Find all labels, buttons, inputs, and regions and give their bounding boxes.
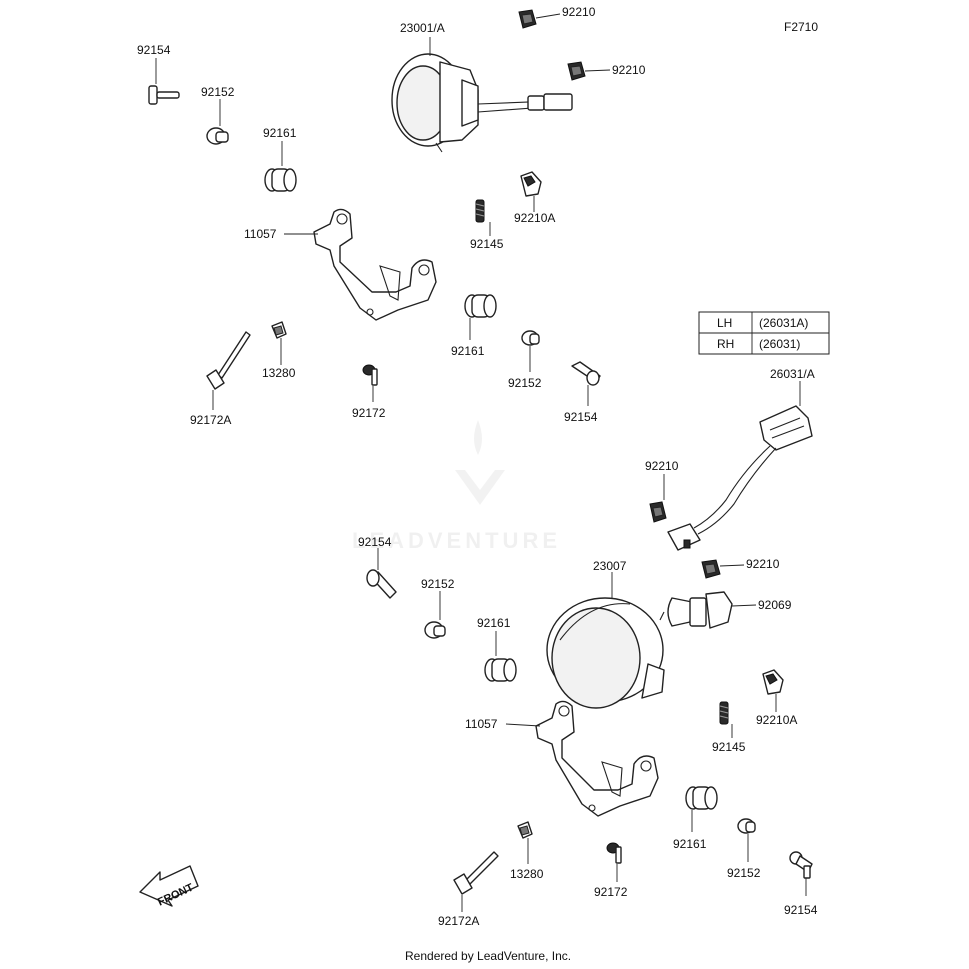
callout-13280-top[interactable]: 13280 [262,366,296,380]
callout-92161-bot-b[interactable]: 92161 [673,837,707,851]
part-92172-screw[interactable] [362,364,378,386]
callout-92172A-bot[interactable]: 92172A [438,914,479,928]
figure-code: F2710 [784,20,818,34]
table-rh-side: RH [717,337,734,351]
part-92210A-clip-bottom[interactable] [762,669,784,695]
callout-11057-top[interactable]: 11057 [244,227,277,241]
part-26031-harness[interactable] [667,405,813,551]
callout-92152-bot-b[interactable]: 92152 [727,866,761,880]
part-92210-clip-top[interactable] [518,9,537,29]
callout-92161-top-b[interactable]: 92161 [451,344,485,358]
callout-92210A-top[interactable]: 92210A [514,211,555,225]
callout-92172A-top[interactable]: 92172A [190,413,231,427]
callout-26031[interactable]: 26031/A [770,367,815,381]
callout-92154-bot[interactable]: 92154 [358,535,392,549]
leadventure-watermark: LEADVENTURE [352,420,561,553]
part-13280-clip-bottom[interactable] [517,821,533,839]
part-92145-spring-bottom[interactable] [719,701,729,725]
callout-92210-top-a[interactable]: 92210 [562,5,596,19]
part-92210-clip-mid[interactable] [649,501,667,523]
part-13280-clip-top[interactable] [271,321,287,339]
part-92161-grommet-b[interactable] [464,294,497,318]
part-92154-bolt-bottom[interactable] [366,569,397,599]
part-92154-bolt-b[interactable] [571,361,601,386]
part-92145-spring[interactable] [475,199,485,223]
part-92210A-clip-top[interactable] [520,171,542,197]
callout-92172-bot[interactable]: 92172 [594,885,628,899]
callout-92210-top-b[interactable]: 92210 [612,63,646,77]
part-92154-bolt-bottom-b[interactable] [789,851,813,879]
part-23001-fog-lamp[interactable] [391,53,573,153]
callout-92172-top[interactable]: 92172 [352,406,386,420]
part-92152-collar-bottom[interactable] [424,621,446,639]
part-92172A-long-bolt-bottom[interactable] [453,851,499,895]
callout-92069[interactable]: 92069 [758,598,792,612]
callout-92154-top-b[interactable]: 92154 [564,410,598,424]
watermark-text: LEADVENTURE [352,528,561,553]
callout-92145-bot[interactable]: 92145 [712,740,746,754]
callout-92210A-bot[interactable]: 92210A [756,713,797,727]
table-lh-part: (26031A) [759,316,808,330]
part-92152-collar[interactable] [206,127,229,145]
part-92210-clip-bottom[interactable] [701,559,721,579]
callout-11057-bot[interactable]: 11057 [465,717,498,731]
front-arrow-icon: FRONT [139,865,199,909]
part-92069-bulb[interactable] [659,591,733,629]
part-92154-bolt[interactable] [148,85,180,105]
callout-92161-bot-a[interactable]: 92161 [477,616,511,630]
callout-92154-top[interactable]: 92154 [137,43,171,57]
callout-92161-top-a[interactable]: 92161 [263,126,297,140]
callout-92152-top-b[interactable]: 92152 [508,376,542,390]
table-rh-part: (26031) [759,337,800,351]
callout-92152-top[interactable]: 92152 [201,85,235,99]
part-11057-bracket-bottom[interactable] [535,700,659,817]
callout-92154-bot-b[interactable]: 92154 [784,903,818,917]
callout-92145-top[interactable]: 92145 [470,237,504,251]
part-92210-clip-top-b[interactable] [567,61,586,81]
callout-23007[interactable]: 23007 [593,559,627,573]
footer-text: Rendered by LeadVenture, Inc. [405,949,571,963]
side-table: LH (26031A) RH (26031) [698,311,830,355]
part-92161-grommet-bottom-b[interactable] [685,786,718,810]
part-11057-bracket-top[interactable] [313,208,437,321]
callout-13280-bot[interactable]: 13280 [510,867,544,881]
part-92172A-long-bolt[interactable] [206,331,251,390]
table-lh-side: LH [717,316,732,330]
callout-23001[interactable]: 23001/A [400,21,445,35]
callout-92152-bot[interactable]: 92152 [421,577,455,591]
part-92172-screw-bottom[interactable] [606,842,622,864]
part-92161-grommet[interactable] [264,168,297,192]
part-92152-collar-b[interactable] [521,330,540,346]
callout-92210-mid[interactable]: 92210 [645,459,679,473]
part-92161-grommet-bottom[interactable] [484,658,517,682]
part-92152-collar-bottom-b[interactable] [737,818,756,834]
callout-92210-bot[interactable]: 92210 [746,557,780,571]
part-23007-fog-lamp[interactable] [546,597,665,709]
